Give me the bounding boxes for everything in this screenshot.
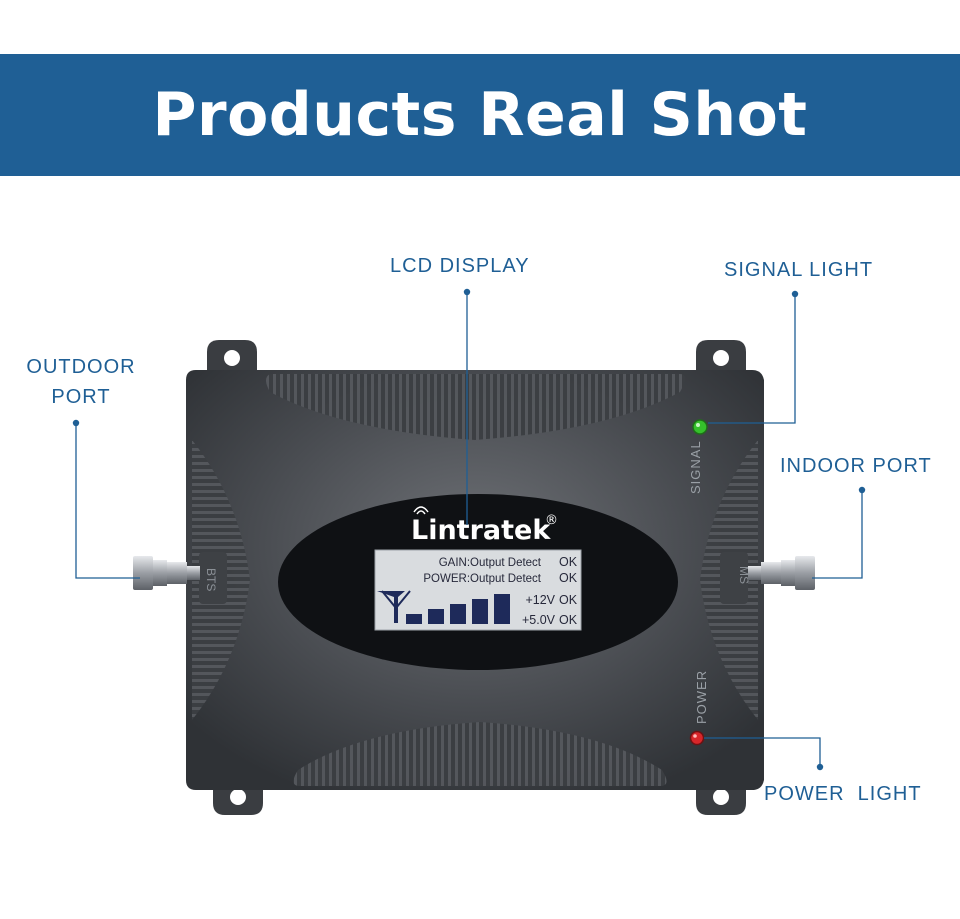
outdoor-port-connector[interactable]	[133, 556, 200, 590]
power-label: POWER	[694, 670, 709, 724]
bts-port-plate	[199, 552, 227, 604]
lcd-signal-bars	[406, 594, 510, 624]
mounting-tab-top-left	[207, 340, 257, 378]
lcd-row-3-label: +12V	[525, 593, 555, 607]
lintratek-logo: Lintratek ®	[411, 506, 558, 546]
lcd-signal-bar	[472, 599, 488, 624]
lcd-signal-bar	[406, 614, 422, 624]
header-banner: Products Real Shot	[0, 54, 960, 176]
indoor-port-connector[interactable]	[748, 556, 815, 590]
lcd-signal-bar	[428, 609, 444, 624]
lcd-row-1-label: GAIN:Output Detect	[439, 557, 542, 569]
outdoor-port-callout-line2: PORT	[51, 386, 111, 408]
lcd-display-callout: LCD DISPLAY	[390, 255, 530, 277]
lcd-row-2-status: OK	[559, 571, 578, 585]
lcd-signal-bar	[450, 604, 466, 624]
callout-lines	[75, 292, 863, 767]
callout-dots	[72, 288, 866, 771]
bottom-vent-ribs	[293, 722, 667, 786]
outdoor-port-callout-line1: OUTDOOR	[26, 356, 136, 378]
signal-label: SIGNAL	[688, 440, 703, 494]
mounting-tab-top-right	[696, 340, 746, 378]
signal-led-icon	[692, 419, 708, 435]
signal-light-callout: SIGNAL LIGHT	[724, 259, 874, 281]
bts-label: BTS	[204, 568, 218, 591]
power-light-callout: POWER LIGHT	[764, 783, 922, 805]
top-vent-ribs	[266, 374, 685, 440]
ms-label: MS	[737, 566, 751, 584]
lcd-row-2-label: POWER:Output Detect	[423, 573, 541, 585]
lcd-row-4-status: OK	[559, 613, 578, 627]
lcd-signal-bar	[494, 594, 510, 624]
page-title: Products Real Shot	[152, 80, 808, 150]
antenna-icon	[377, 590, 411, 623]
lcd-row-3-status: OK	[559, 593, 578, 607]
ms-port-plate	[720, 552, 748, 604]
indoor-port-callout: INDOOR PORT	[780, 455, 932, 477]
registered-mark: ®	[545, 513, 558, 528]
power-led-icon	[689, 730, 705, 746]
brand-name: Lintratek	[411, 515, 551, 546]
lcd-row-4-label: +5.0V	[522, 613, 556, 627]
lcd-row-1-status: OK	[559, 555, 578, 569]
